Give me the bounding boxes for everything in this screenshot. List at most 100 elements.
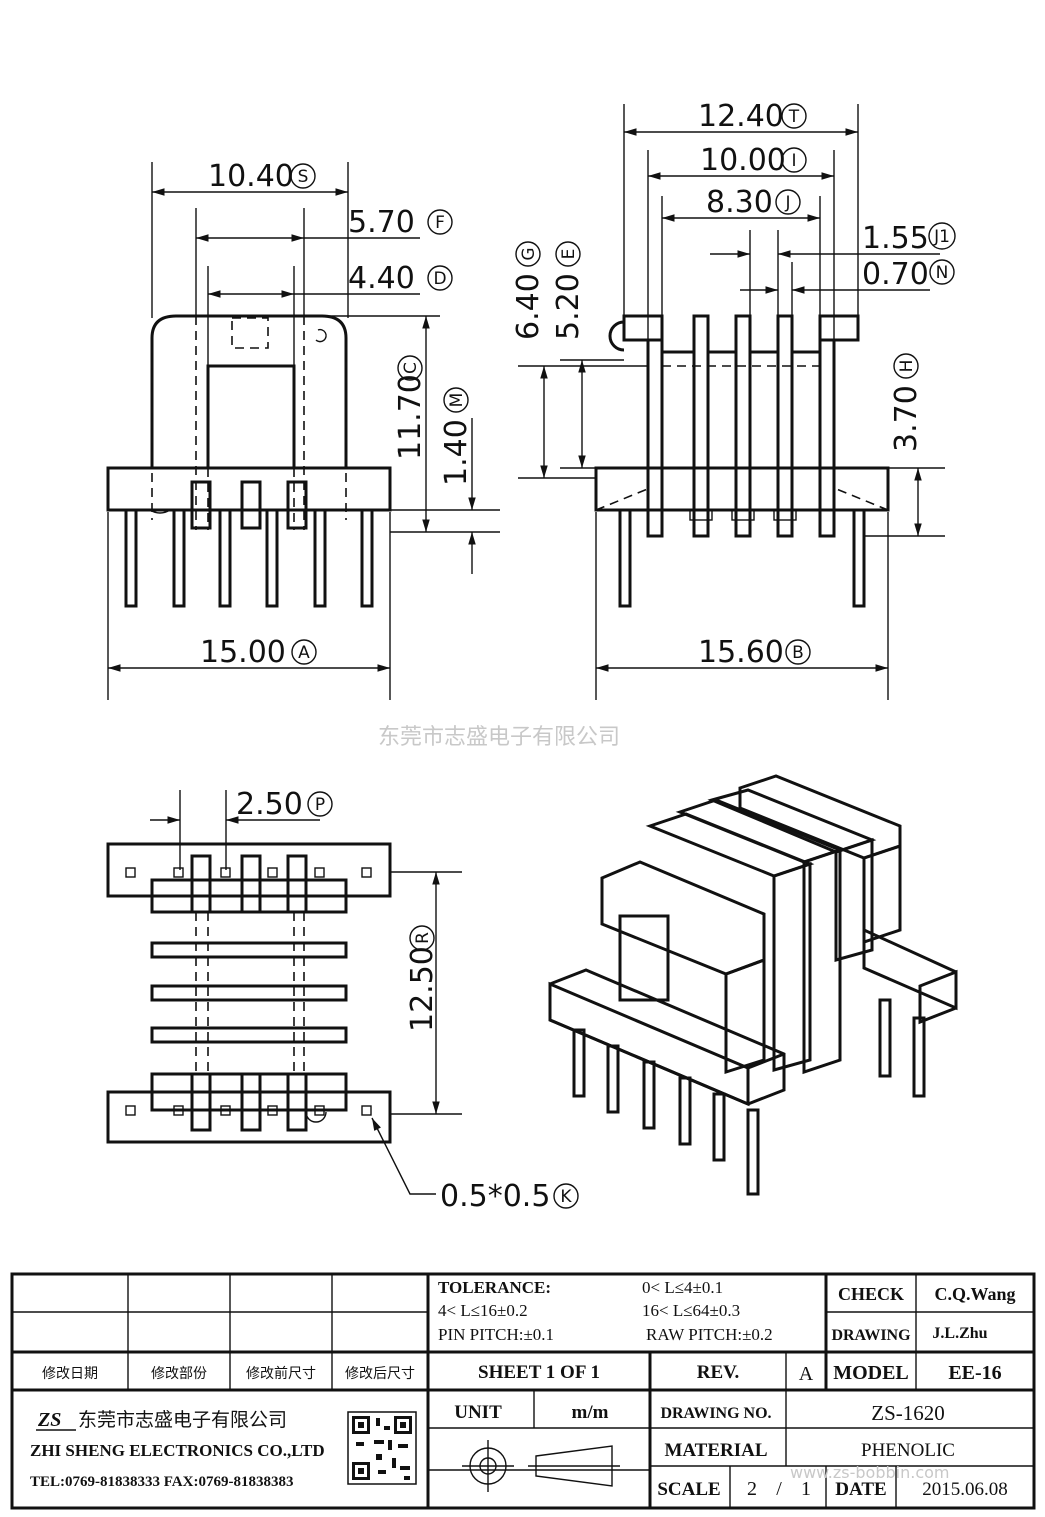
svg-text:1.40: 1.40: [439, 419, 474, 486]
scale-label: SCALE: [657, 1479, 720, 1500]
tolerance-1: 0< L≤4±0.1: [642, 1278, 723, 1297]
dim-C: 11.70 C: [393, 355, 428, 460]
dim-J1: 1.55 J1: [862, 221, 956, 256]
dim-G: 6.40 G: [511, 241, 546, 340]
svg-text:4.40: 4.40: [348, 261, 415, 296]
svg-text:10.40: 10.40: [208, 159, 294, 194]
scale-num: 2: [747, 1478, 757, 1500]
svg-text:G: G: [519, 247, 539, 260]
svg-text:K: K: [560, 1187, 572, 1207]
svg-text:D: D: [433, 269, 446, 289]
rev-header-after: 修改后尺寸: [345, 1366, 415, 1382]
dim-S: 10.40 S: [208, 159, 316, 194]
dim-E: 5.20 E: [551, 241, 586, 340]
rev-label: REV.: [697, 1362, 739, 1383]
svg-text:J: J: [784, 193, 790, 213]
model-value: EE-16: [948, 1362, 1001, 1384]
svg-text:0.5*0.5: 0.5*0.5: [440, 1179, 550, 1214]
dim-F: 5.70 F: [348, 205, 453, 240]
rev-header-before: 修改前尺寸: [246, 1365, 316, 1382]
svg-text:T: T: [788, 107, 800, 127]
svg-text:R: R: [413, 932, 433, 944]
dim-T: 12.40 T: [698, 99, 807, 134]
date-value: 2015.06.08: [922, 1479, 1008, 1500]
svg-text:E: E: [559, 249, 579, 260]
svg-text:2.50: 2.50: [236, 787, 303, 822]
watermark-url: www.zs-bobbin.com: [790, 1463, 949, 1482]
dim-H: 3.70 H: [889, 353, 924, 452]
drawing-no-value: ZS-1620: [871, 1401, 945, 1425]
tolerance-label: TOLERANCE:: [438, 1278, 551, 1297]
svg-text:3.70: 3.70: [889, 385, 924, 452]
svg-text:10.00: 10.00: [700, 143, 786, 178]
side-view: [594, 314, 890, 608]
rev-value: A: [799, 1363, 814, 1385]
check-label: CHECK: [838, 1284, 904, 1304]
svg-text:12.40: 12.40: [698, 99, 784, 134]
svg-text:H: H: [897, 360, 917, 373]
svg-text:M: M: [447, 393, 467, 408]
dim-B: 15.60 B: [698, 635, 811, 670]
svg-text:8.30: 8.30: [706, 185, 773, 220]
front-view: [106, 314, 392, 608]
projection-symbol: [462, 1440, 620, 1492]
material-label: MATERIAL: [664, 1440, 767, 1461]
dim-R: 12.50 R: [405, 925, 440, 1032]
scale-den: 1: [801, 1478, 811, 1500]
tolerance-3: 16< L≤64±0.3: [642, 1301, 740, 1320]
tolerance-2: 4< L≤16±0.2: [438, 1301, 528, 1320]
unit-value: m/m: [572, 1402, 609, 1423]
unit-label: UNIT: [454, 1402, 502, 1423]
sheet-info: SHEET 1 OF 1: [478, 1362, 600, 1383]
side-view-dimensions: [518, 104, 945, 700]
drawing-no-label: DRAWING NO.: [660, 1405, 771, 1422]
scale-sep: /: [776, 1478, 782, 1500]
svg-text:5.70: 5.70: [348, 205, 415, 240]
drawing-value: J.L.Zhu: [932, 1325, 987, 1342]
svg-text:0.70: 0.70: [862, 257, 929, 292]
raw-pitch: RAW PITCH:±0.2: [646, 1325, 773, 1344]
dim-I: 10.00 I: [700, 143, 807, 178]
model-label: MODEL: [833, 1362, 909, 1384]
svg-text:11.70: 11.70: [393, 374, 428, 460]
isometric-view: [548, 774, 958, 1196]
svg-text:P: P: [315, 795, 325, 815]
bottom-view-dimensions: [150, 790, 462, 1195]
svg-text:I: I: [791, 151, 796, 171]
company-contact: TEL:0769-81838333 FAX:0769-81838383: [30, 1474, 293, 1490]
check-value: C.Q.Wang: [934, 1284, 1015, 1304]
dim-M: 1.40 M: [439, 387, 474, 486]
svg-text:N: N: [936, 263, 949, 283]
svg-text:12.50: 12.50: [405, 946, 440, 1032]
svg-text:6.40: 6.40: [511, 273, 546, 340]
svg-text:A: A: [298, 643, 310, 663]
watermark-company: 东莞市志盛电子有限公司: [378, 725, 620, 750]
company-name-en: ZHI SHENG ELECTRONICS CO.,LTD: [30, 1441, 325, 1460]
svg-text:C: C: [401, 362, 421, 374]
title-block: [10, 1272, 1036, 1510]
svg-text:ZS: ZS: [37, 1409, 61, 1431]
svg-text:B: B: [792, 643, 804, 663]
svg-text:J1: J1: [933, 227, 950, 247]
svg-text:F: F: [435, 213, 445, 233]
material-value: PHENOLIC: [861, 1440, 955, 1461]
dim-A: 15.00 A: [200, 635, 317, 670]
company-logo: ZS: [36, 1409, 76, 1431]
company-name-cn: 东莞市志盛电子有限公司: [78, 1409, 287, 1431]
svg-text:S: S: [298, 167, 309, 187]
front-view-dimensions: [107, 162, 500, 700]
rev-header-part: 修改部份: [151, 1366, 207, 1382]
drawing-label: DRAWING: [831, 1327, 911, 1344]
svg-text:5.20: 5.20: [551, 273, 586, 340]
bottom-view: [106, 842, 392, 1144]
qr-code: [347, 1411, 417, 1485]
svg-text:15.00: 15.00: [200, 635, 286, 670]
dim-D: 4.40 D: [348, 261, 453, 296]
svg-text:1.55: 1.55: [862, 221, 929, 256]
date-label: DATE: [835, 1479, 886, 1500]
svg-text:15.60: 15.60: [698, 635, 784, 670]
rev-header-date: 修改日期: [42, 1366, 98, 1382]
dim-K: 0.5*0.5 K: [440, 1179, 579, 1214]
dim-N: 0.70 N: [862, 257, 955, 292]
